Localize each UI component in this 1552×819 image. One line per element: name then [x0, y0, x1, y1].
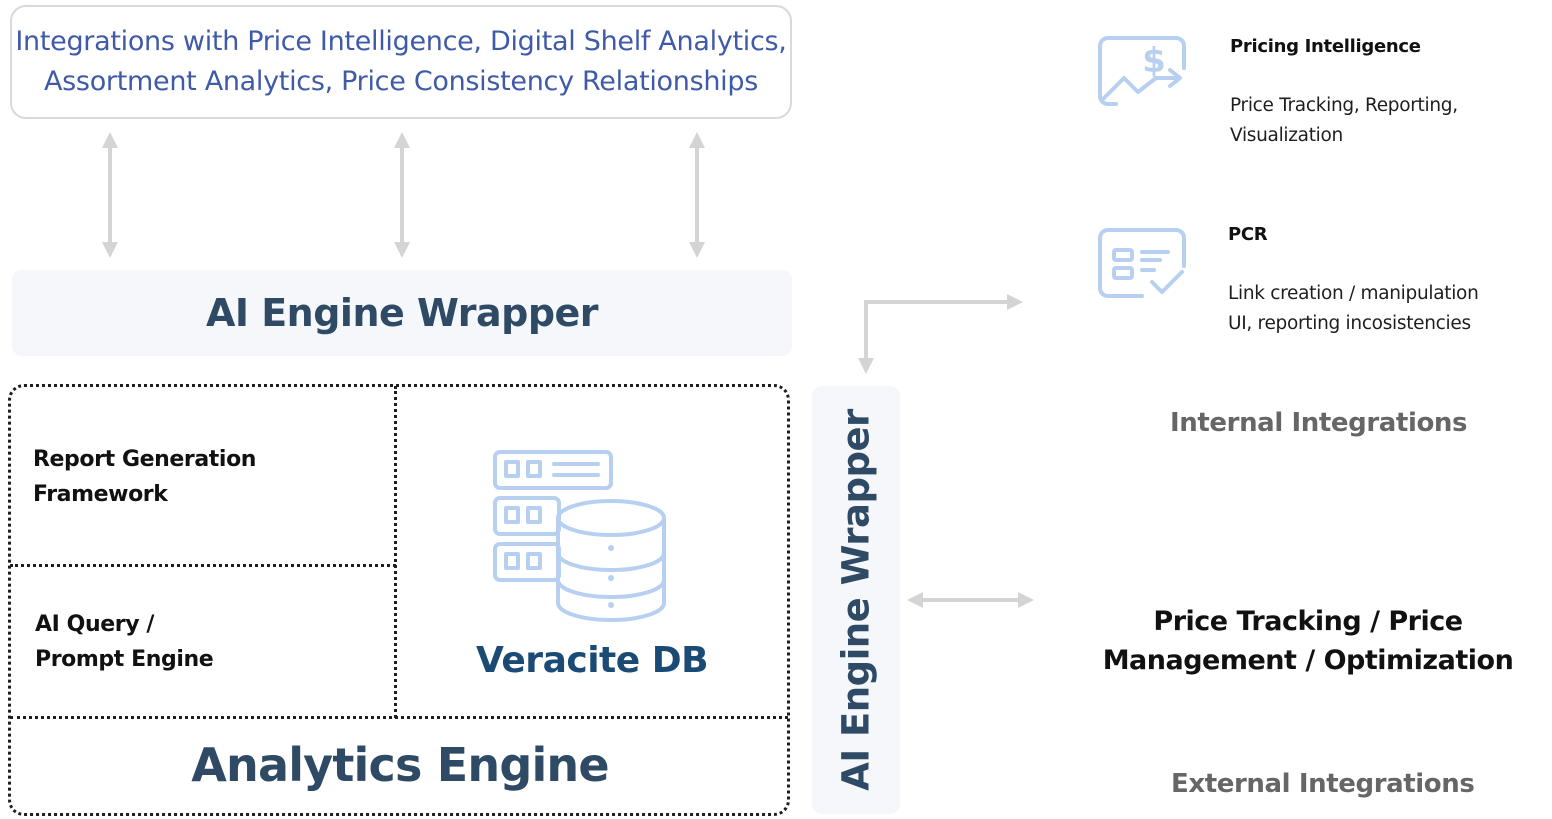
pricing-intelligence-desc-line2: Visualization: [1230, 124, 1343, 146]
ai-query-line2: Prompt Engine: [35, 647, 214, 672]
dotted-divider-horizontal-upper: [10, 564, 396, 567]
integrations-banner-line1: Integrations with Price Intelligence, Di…: [15, 26, 787, 57]
ai-query-module: AI Query / Prompt Engine: [35, 607, 214, 677]
analytics-engine-title: Analytics Engine: [191, 738, 609, 792]
pricing-intelligence-desc-line1: Price Tracking, Reporting,: [1230, 95, 1458, 116]
elbow-arrow-internal: [858, 294, 1023, 374]
report-generation-line1: Report Generation: [33, 447, 257, 472]
ai-query-line1: AI Query /: [35, 612, 155, 637]
report-generation-module: Report Generation Framework: [33, 442, 256, 512]
ai-engine-wrapper-vertical-label: AI Engine Wrapper: [834, 409, 878, 791]
integrations-banner-line2: Assortment Analytics, Price Consistency …: [44, 66, 758, 97]
veracite-db-label: Veracite DB: [476, 640, 709, 681]
ai-engine-wrapper-vertical: [812, 386, 900, 814]
analytics-engine-container: [8, 384, 790, 816]
ai-engine-wrapper-horizontal-label: AI Engine Wrapper: [205, 291, 599, 335]
external-integrations-box: Price Tracking / Price Management / Opti…: [1070, 566, 1546, 716]
dotted-divider-horizontal-lower: [10, 716, 788, 719]
report-generation-line2: Framework: [33, 482, 168, 507]
internal-integrations-label: Internal Integrations: [1170, 408, 1468, 438]
integrations-banner: Integrations with Price Intelligence, Di…: [10, 5, 792, 119]
pcr-description: Link creation / manipulation UI, reporti…: [1228, 279, 1479, 338]
external-box-line1: Price Tracking / Price: [1153, 606, 1463, 637]
pcr-desc-line1: Link creation / manipulation: [1228, 283, 1479, 304]
pricing-intelligence-description: Price Tracking, Reporting, Visualization: [1230, 91, 1458, 150]
form-check-icon: [1098, 228, 1186, 298]
external-box-line2: Management / Optimization: [1102, 645, 1514, 676]
external-integrations-label: External Integrations: [1171, 769, 1475, 799]
pcr-title: PCR: [1228, 224, 1268, 245]
dotted-divider-vertical: [394, 386, 397, 718]
svg-text:$: $: [1142, 41, 1166, 81]
price-chart-dollar-icon: $: [1098, 36, 1186, 106]
ai-engine-wrapper-horizontal: AI Engine Wrapper: [12, 270, 792, 356]
database-server-icon: [493, 450, 666, 622]
pricing-intelligence-title: Pricing Intelligence: [1230, 36, 1421, 57]
pcr-desc-line2: UI, reporting incosistencies: [1228, 312, 1471, 334]
